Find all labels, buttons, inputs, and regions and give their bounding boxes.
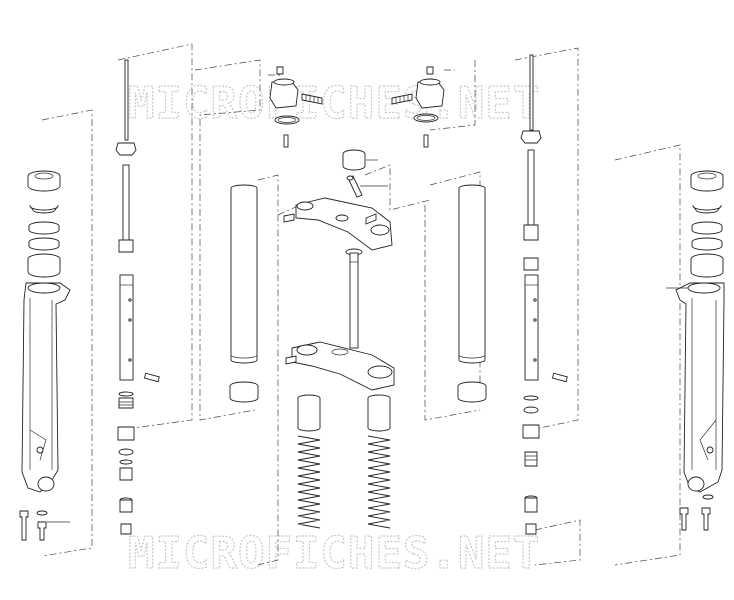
seal-stack-left-icon — [27, 170, 61, 278]
inner-tube-right-icon — [457, 184, 487, 403]
damper-rod-left-icon — [115, 59, 160, 535]
steering-nut-icon — [342, 149, 388, 198]
lower-triple-clamp-icon — [285, 341, 395, 391]
leader-lines — [41, 43, 681, 566]
spring-left-icon — [297, 394, 321, 529]
inner-tube-left-icon — [229, 184, 259, 403]
upper-triple-clamp-icon — [283, 197, 393, 251]
fork-cap-right-icon — [391, 66, 445, 148]
bolt-right-icon — [679, 494, 714, 531]
seal-stack-right-icon — [690, 170, 724, 278]
watermark-bottom: MICROFICHES.NET — [128, 528, 540, 579]
steering-stem-icon — [345, 248, 363, 349]
fork-leg-left-icon — [21, 282, 71, 493]
fork-leg-right-icon — [666, 282, 725, 493]
spring-right-icon — [367, 394, 391, 529]
damper-rod-right-icon — [520, 54, 568, 535]
watermark-top: MICROFICHES.NET — [128, 78, 540, 129]
bolt-left-icon — [19, 510, 70, 541]
fork-cap-left-icon — [269, 66, 323, 148]
